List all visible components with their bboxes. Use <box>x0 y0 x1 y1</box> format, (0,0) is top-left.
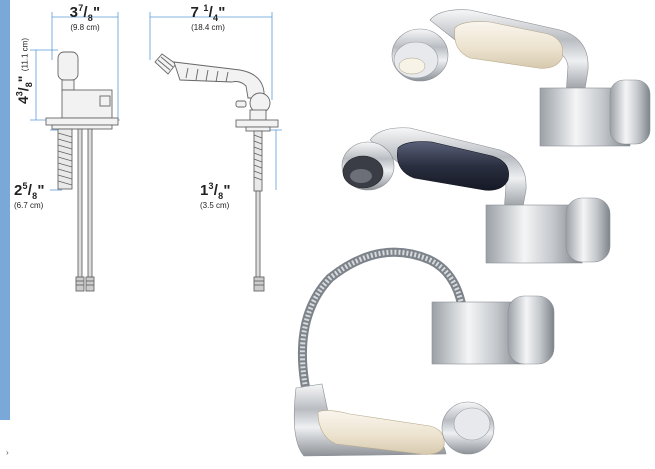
product-photo-cream-handle <box>391 9 651 147</box>
front-view-faucet <box>45 51 119 292</box>
product-photo-flexible-hose <box>293 247 555 457</box>
side-shank-label: 13/8" (3.5 cm) <box>200 181 231 210</box>
product-photo-dark-handle <box>341 127 611 264</box>
side-view-faucet <box>154 53 279 292</box>
page-edge-mark: › <box>6 448 9 457</box>
page-edge-stripe <box>0 0 10 420</box>
front-height-label: 43/8" (11.1 cm) <box>14 37 34 104</box>
front-shank-label: 25/8" (6.7 cm) <box>14 181 45 210</box>
side-length-label: 7 1/4" (18.4 cm) <box>190 3 226 32</box>
front-width-label: 37/8" (9.8 cm) <box>69 3 101 32</box>
